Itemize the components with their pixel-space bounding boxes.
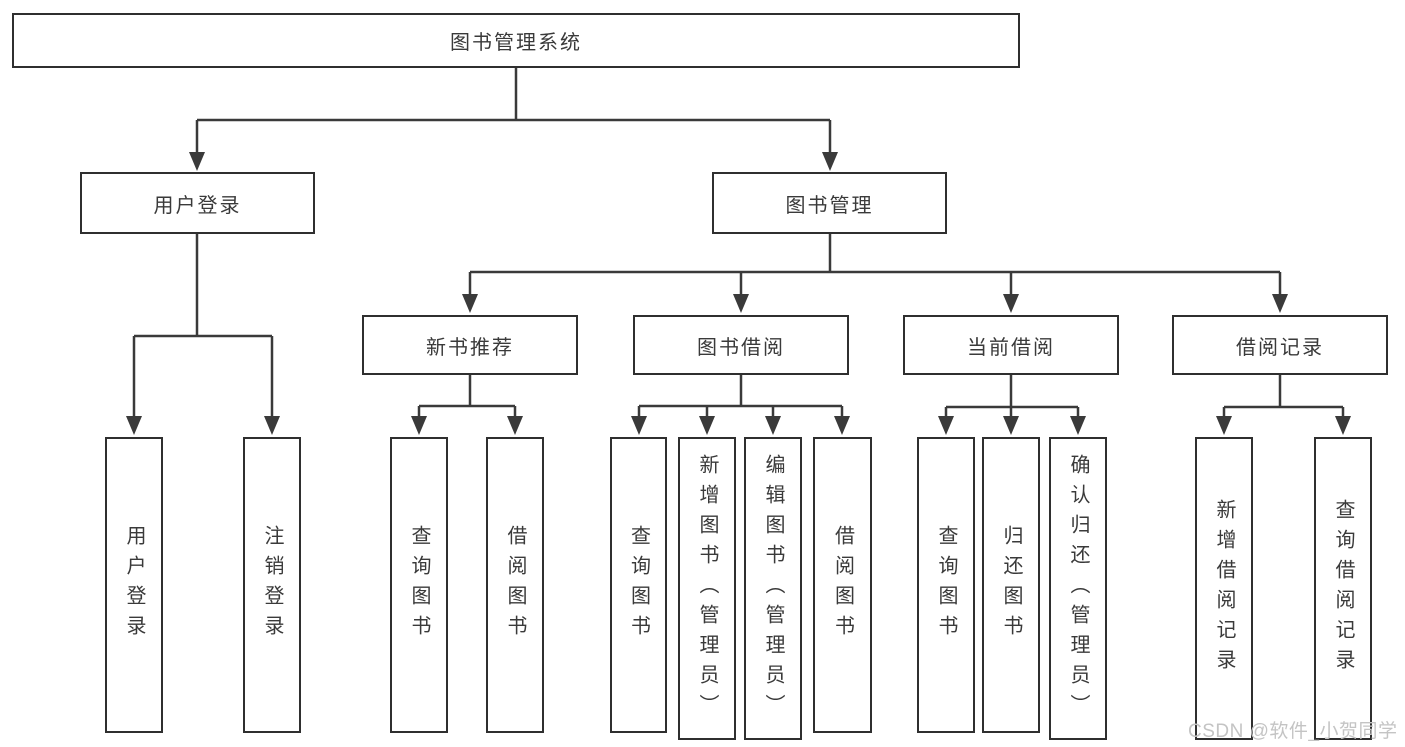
node-leaf-logout: 注销登录 — [243, 437, 301, 733]
node-current-borrowing: 当前借阅 — [903, 315, 1119, 375]
node-leaf-add-borrow-record-label: 新增借阅记录 — [1213, 498, 1235, 679]
node-leaf-user-login-label: 用户登录 — [123, 525, 145, 645]
node-leaf-confirm-return-admin-label: 确认归还（管理员） — [1067, 453, 1089, 724]
node-leaf-return-books: 归还图书 — [982, 437, 1040, 733]
node-user-login: 用户登录 — [80, 172, 315, 234]
node-book-management-label: 图书管理 — [785, 194, 874, 217]
node-leaf-query-books-3-label: 查询图书 — [935, 525, 957, 645]
node-leaf-borrow-books-1-label: 借阅图书 — [504, 525, 526, 645]
node-leaf-user-login: 用户登录 — [105, 437, 163, 733]
node-leaf-confirm-return-admin: 确认归还（管理员） — [1049, 437, 1107, 740]
node-current-borrowing-label: 当前借阅 — [967, 336, 1055, 359]
node-borrow-records: 借阅记录 — [1172, 315, 1388, 375]
node-leaf-edit-books-admin: 编辑图书（管理员） — [744, 437, 802, 740]
node-leaf-query-books-1: 查询图书 — [390, 437, 448, 733]
node-root-label: 图书管理系统 — [450, 32, 582, 54]
node-leaf-borrow-books-2: 借阅图书 — [813, 437, 872, 733]
node-book-management: 图书管理 — [712, 172, 947, 234]
node-book-borrowing: 图书借阅 — [633, 315, 849, 375]
node-leaf-borrow-books-2-label: 借阅图书 — [831, 525, 854, 645]
node-leaf-query-books-2-label: 查询图书 — [627, 525, 650, 645]
csdn-watermark: CSDN @软件_小贺同学 — [1188, 721, 1398, 742]
node-leaf-edit-books-admin-label: 编辑图书（管理员） — [762, 453, 784, 724]
node-leaf-query-borrow-record: 查询借阅记录 — [1314, 437, 1372, 740]
node-new-book-recommendation: 新书推荐 — [362, 315, 578, 375]
node-leaf-add-books-admin-label: 新增图书（管理员） — [696, 453, 718, 724]
node-leaf-borrow-books-1: 借阅图书 — [486, 437, 544, 733]
node-leaf-return-books-label: 归还图书 — [1000, 525, 1022, 645]
node-leaf-query-books-3: 查询图书 — [917, 437, 975, 733]
node-root-system: 图书管理系统 — [12, 13, 1020, 68]
node-book-borrowing-label: 图书借阅 — [697, 336, 785, 359]
node-leaf-query-books-2: 查询图书 — [610, 437, 667, 733]
node-leaf-add-books-admin: 新增图书（管理员） — [678, 437, 736, 740]
node-leaf-add-borrow-record: 新增借阅记录 — [1195, 437, 1253, 740]
node-leaf-query-borrow-record-label: 查询借阅记录 — [1332, 498, 1354, 679]
node-borrow-records-label: 借阅记录 — [1236, 336, 1324, 359]
node-new-book-recommendation-label: 新书推荐 — [426, 336, 514, 359]
node-user-login-label: 用户登录 — [153, 194, 242, 217]
node-leaf-query-books-1-label: 查询图书 — [408, 525, 430, 645]
node-leaf-logout-label: 注销登录 — [261, 525, 283, 645]
